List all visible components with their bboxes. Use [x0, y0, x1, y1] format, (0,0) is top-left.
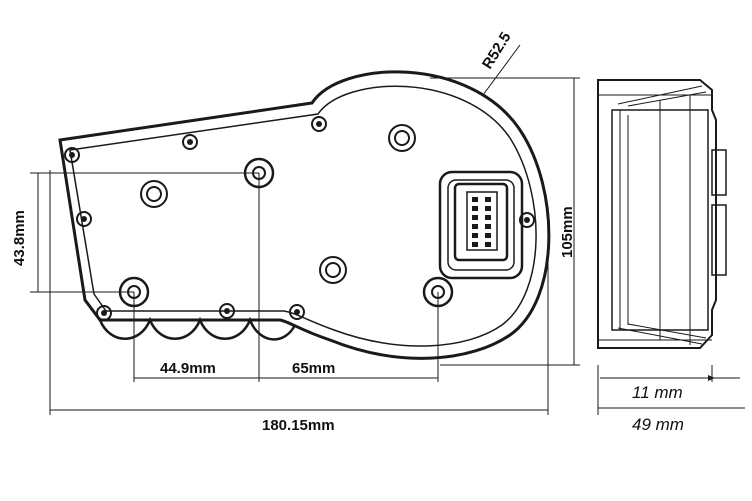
screw-icon [311, 116, 327, 132]
mounting-boss-icon [140, 180, 168, 208]
total-width-label: 180.15mm [262, 417, 335, 434]
total-width-dimension: 180.15mm [50, 409, 548, 434]
radius-label: R52.5 [479, 29, 515, 72]
screw-icon [182, 134, 198, 150]
connector-icon [438, 170, 524, 280]
screw-icon [96, 305, 112, 321]
screw-icon [289, 304, 305, 320]
height-right-label: 105mm [559, 206, 576, 258]
screw-icon [76, 211, 92, 227]
side-dimension-small: 11 mm [597, 365, 740, 415]
side-view [597, 79, 727, 349]
radius-dimension: R52.5 [479, 29, 521, 96]
screw-icon [519, 212, 535, 228]
side-total-label: 49 mm [632, 415, 684, 434]
height-dimension-right: 105mm [430, 77, 580, 366]
side-dimension-total: 49 mm [598, 407, 745, 434]
screw-icon [64, 147, 80, 163]
screw-icon [219, 303, 235, 319]
height-dimension-left: 43.8mm [11, 172, 259, 293]
height-left-label: 43.8mm [11, 210, 28, 266]
mounting-boss-icon [388, 124, 416, 152]
gap-a-label: 44.9mm [160, 360, 216, 377]
mounting-boss-icon [319, 256, 347, 284]
gap-dimension: 44.9mm 65mm [134, 360, 438, 379]
side-small-label: 11 mm [632, 383, 683, 402]
gap-b-label: 65mm [292, 360, 335, 377]
